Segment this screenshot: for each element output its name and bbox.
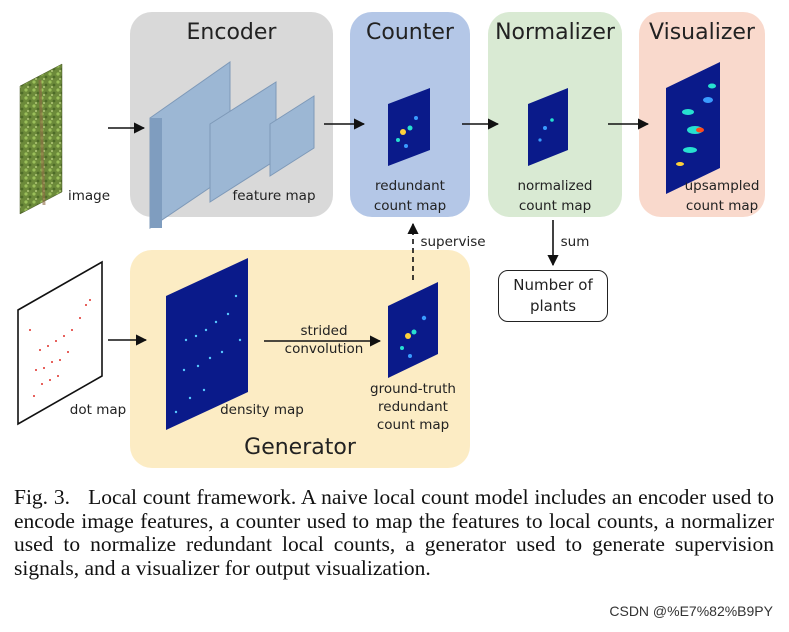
- result-line2: plants: [529, 297, 577, 315]
- input-image: [19, 63, 63, 215]
- upsampled-label-line1: upsampled: [684, 178, 760, 194]
- figure-caption: Fig. 3.Local count framework. A naive lo…: [14, 485, 775, 580]
- redundant-count-map: [388, 88, 430, 166]
- strided-line2: convolution: [284, 341, 364, 357]
- result-line1: Number of: [513, 276, 593, 294]
- generator-title: Generator: [244, 435, 356, 460]
- upsampled-count-map: [666, 62, 720, 194]
- dot-map: [17, 260, 103, 426]
- ground-truth-count-map: [388, 282, 438, 378]
- gt-line3: count map: [376, 417, 450, 433]
- watermark: CSDN @%E7%82%B9PY: [609, 603, 773, 619]
- number-of-plants-box: Number of plants: [498, 270, 608, 322]
- dot-map-label: dot map: [69, 402, 127, 418]
- counter-title: Counter: [366, 20, 454, 45]
- caption-text: Local count framework. A naive local cou…: [14, 485, 775, 580]
- upsampled-count-map-label: upsampled count map: [672, 176, 772, 216]
- counter-box: Counter: [350, 12, 470, 217]
- visualizer-title: Visualizer: [649, 20, 755, 45]
- strided-line1: strided: [300, 323, 348, 339]
- gt-line1: ground-truth: [370, 381, 456, 397]
- normalizer-title: Normalizer: [495, 20, 615, 45]
- redundant-label-line2: count map: [373, 198, 447, 214]
- normalized-label-line1: normalized: [517, 178, 593, 194]
- strided-convolution-label: strided convolution: [276, 322, 372, 358]
- feature-map-label: feature map: [232, 188, 316, 204]
- flow-arrows: [108, 118, 650, 347]
- supervise-label: supervise: [420, 234, 486, 250]
- encoder-title: Encoder: [186, 20, 277, 45]
- density-map-label: density map: [220, 402, 304, 418]
- figure-number: Fig. 3.: [14, 485, 71, 509]
- normalized-count-map: [528, 88, 568, 166]
- density-map: [166, 258, 248, 430]
- image-label: image: [67, 188, 111, 204]
- gt-line2: redundant: [378, 399, 448, 415]
- feature-map-blocks: [149, 61, 315, 229]
- redundant-label-line1: redundant: [375, 178, 445, 194]
- normalized-count-map-label: normalized count map: [500, 176, 610, 216]
- redundant-count-map-label: redundant count map: [360, 176, 460, 216]
- upsampled-label-line2: count map: [685, 198, 759, 214]
- ground-truth-label: ground-truth redundant count map: [358, 380, 468, 434]
- normalized-label-line2: count map: [518, 198, 592, 214]
- sum-label: sum: [560, 234, 590, 250]
